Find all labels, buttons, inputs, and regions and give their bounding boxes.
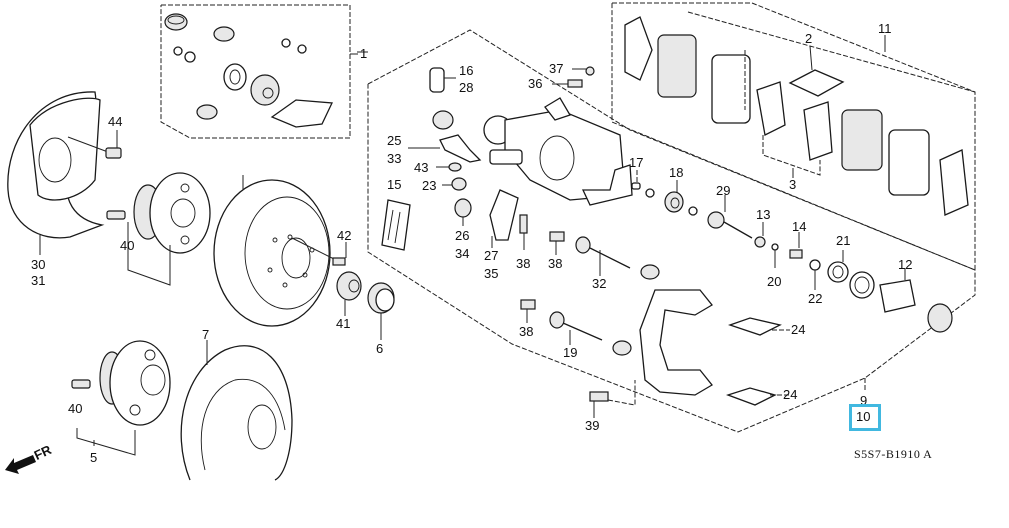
callout-40b[interactable]: 40: [68, 401, 83, 416]
bolt-44-icon: [67, 130, 122, 159]
caliper-assembly-outline: [357, 29, 976, 433]
callout-44[interactable]: 44: [108, 114, 123, 129]
lever-25-icon: [408, 134, 482, 163]
callout-38a[interactable]: 38: [516, 256, 531, 271]
callout-12[interactable]: 12: [898, 257, 913, 272]
callout-37[interactable]: 37: [549, 61, 564, 76]
callout-36[interactable]: 36: [528, 76, 543, 91]
caliper-bracket-icon: [589, 289, 713, 418]
hub-bearing-upper-icon: [106, 172, 211, 286]
shim-15-icon: [381, 199, 411, 251]
callout-23[interactable]: 23: [422, 178, 437, 193]
callout-27[interactable]: 27: [484, 248, 499, 263]
callout-22[interactable]: 22: [808, 291, 823, 306]
callout-30[interactable]: 30: [31, 257, 46, 272]
screw-42-icon: [291, 237, 347, 266]
callout-24b[interactable]: 24: [783, 387, 798, 402]
guide-pin-32-icon: [575, 236, 660, 280]
spring-26-icon: [454, 198, 472, 226]
callout-39[interactable]: 39: [585, 418, 600, 433]
collar-23-icon: [442, 177, 467, 191]
callout-28[interactable]: 28: [459, 80, 474, 95]
cap-6-icon: [367, 282, 395, 340]
bolt-38-icon: [519, 214, 565, 323]
splash-shield-icon: [7, 91, 105, 255]
callout-13[interactable]: 13: [756, 207, 771, 222]
callout-1[interactable]: 1: [360, 46, 368, 61]
bleeder-screw-icon: [552, 66, 595, 88]
callout-38b[interactable]: 38: [548, 256, 563, 271]
pad-set-outline: [611, 2, 976, 271]
piston-internals-icon: [631, 170, 953, 333]
guide-pin-19-icon: [549, 311, 632, 356]
front-direction-arrow-icon: [5, 455, 36, 474]
callout-25[interactable]: 25: [387, 133, 402, 148]
callout-31[interactable]: 31: [31, 273, 46, 288]
callout-29[interactable]: 29: [716, 183, 731, 198]
nut-43-icon: [436, 162, 462, 172]
callout-41[interactable]: 41: [336, 316, 351, 331]
kit-boot-icon: [164, 13, 333, 128]
callout-24a[interactable]: 24: [791, 322, 806, 337]
caliper-body-icon: [483, 97, 633, 206]
callout-40a[interactable]: 40: [120, 238, 135, 253]
callout-2[interactable]: 2: [805, 31, 813, 46]
diagram-code: S5S7-B1910 A: [854, 447, 933, 461]
brake-pads-icon: [624, 16, 969, 216]
brake-disc-lower-icon: [180, 340, 293, 481]
nut-41-icon: [336, 271, 362, 316]
callout-14[interactable]: 14: [792, 219, 807, 234]
callout-10[interactable]: 10: [856, 409, 871, 424]
callout-7[interactable]: 7: [202, 327, 210, 342]
callout-5[interactable]: 5: [90, 450, 98, 465]
callout-11[interactable]: 11: [878, 21, 892, 36]
callout-15[interactable]: 15: [387, 177, 402, 192]
callout-17[interactable]: 17: [629, 155, 644, 170]
callout-26[interactable]: 26: [455, 228, 470, 243]
highlighted-part-box: [849, 404, 881, 431]
callout-18[interactable]: 18: [669, 165, 684, 180]
retainer-clip-icon: [726, 317, 790, 406]
callout-16[interactable]: 16: [459, 63, 474, 78]
callout-43[interactable]: 43: [414, 160, 429, 175]
adjuster-16-icon: [429, 67, 456, 130]
hub-bearing-lower-icon: [71, 340, 171, 456]
callout-9[interactable]: 9: [860, 393, 868, 408]
callout-33[interactable]: 33: [387, 151, 402, 166]
callout-34[interactable]: 34: [455, 246, 470, 261]
brake-disc-upper-icon: [213, 175, 331, 327]
callout-19[interactable]: 19: [563, 345, 578, 360]
seal-kit-group: [160, 4, 358, 139]
callout-32[interactable]: 32: [592, 276, 607, 291]
callout-20[interactable]: 20: [767, 274, 782, 289]
callout-35[interactable]: 35: [484, 266, 499, 281]
callout-3[interactable]: 3: [789, 177, 797, 192]
callout-21[interactable]: 21: [836, 233, 851, 248]
bracket-27-icon: [489, 189, 519, 248]
callout-38c[interactable]: 38: [519, 324, 534, 339]
callout-42[interactable]: 42: [337, 228, 352, 243]
callout-6[interactable]: 6: [376, 341, 384, 356]
